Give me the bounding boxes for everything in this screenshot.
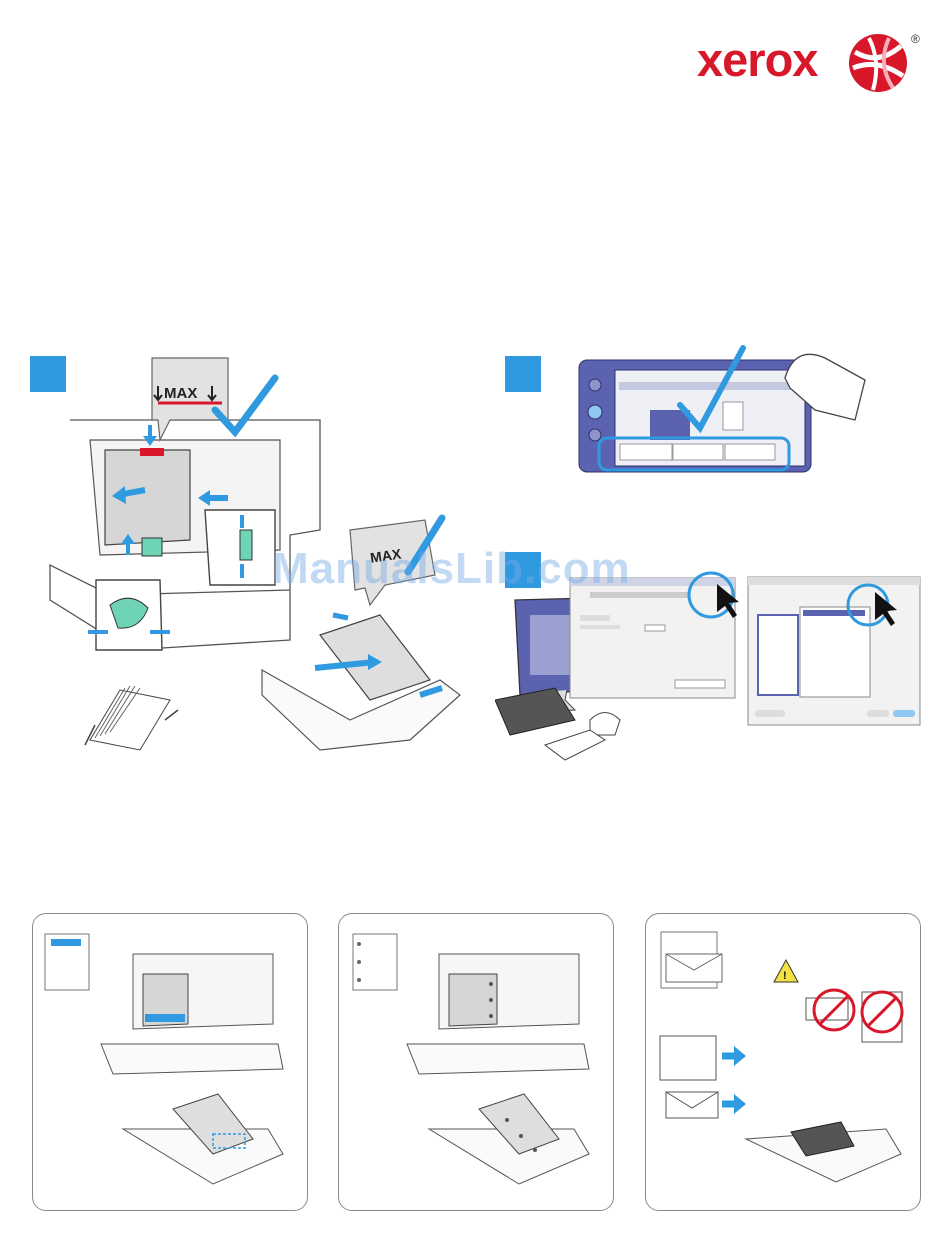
letterhead-orientation-illustration (33, 914, 307, 1210)
print-driver-illustration (495, 570, 925, 770)
panel-envelopes: ! (645, 913, 921, 1211)
prepunched-orientation-illustration (339, 914, 613, 1210)
registered-mark: ® (911, 32, 920, 46)
panel-prepunched (338, 913, 614, 1211)
xerox-sphere-icon (847, 32, 909, 94)
xerox-logo: xerox ® (697, 30, 927, 92)
svg-text:!: ! (783, 970, 787, 982)
step-marker-2 (505, 356, 541, 392)
max-label: MAX (164, 385, 197, 402)
logo-wordmark: xerox (697, 34, 817, 86)
panel-letterhead (32, 913, 308, 1211)
watermark: ManualsLib.com (272, 544, 631, 594)
control-panel-illustration (575, 340, 875, 480)
envelope-orientation-illustration: ! (646, 914, 920, 1210)
